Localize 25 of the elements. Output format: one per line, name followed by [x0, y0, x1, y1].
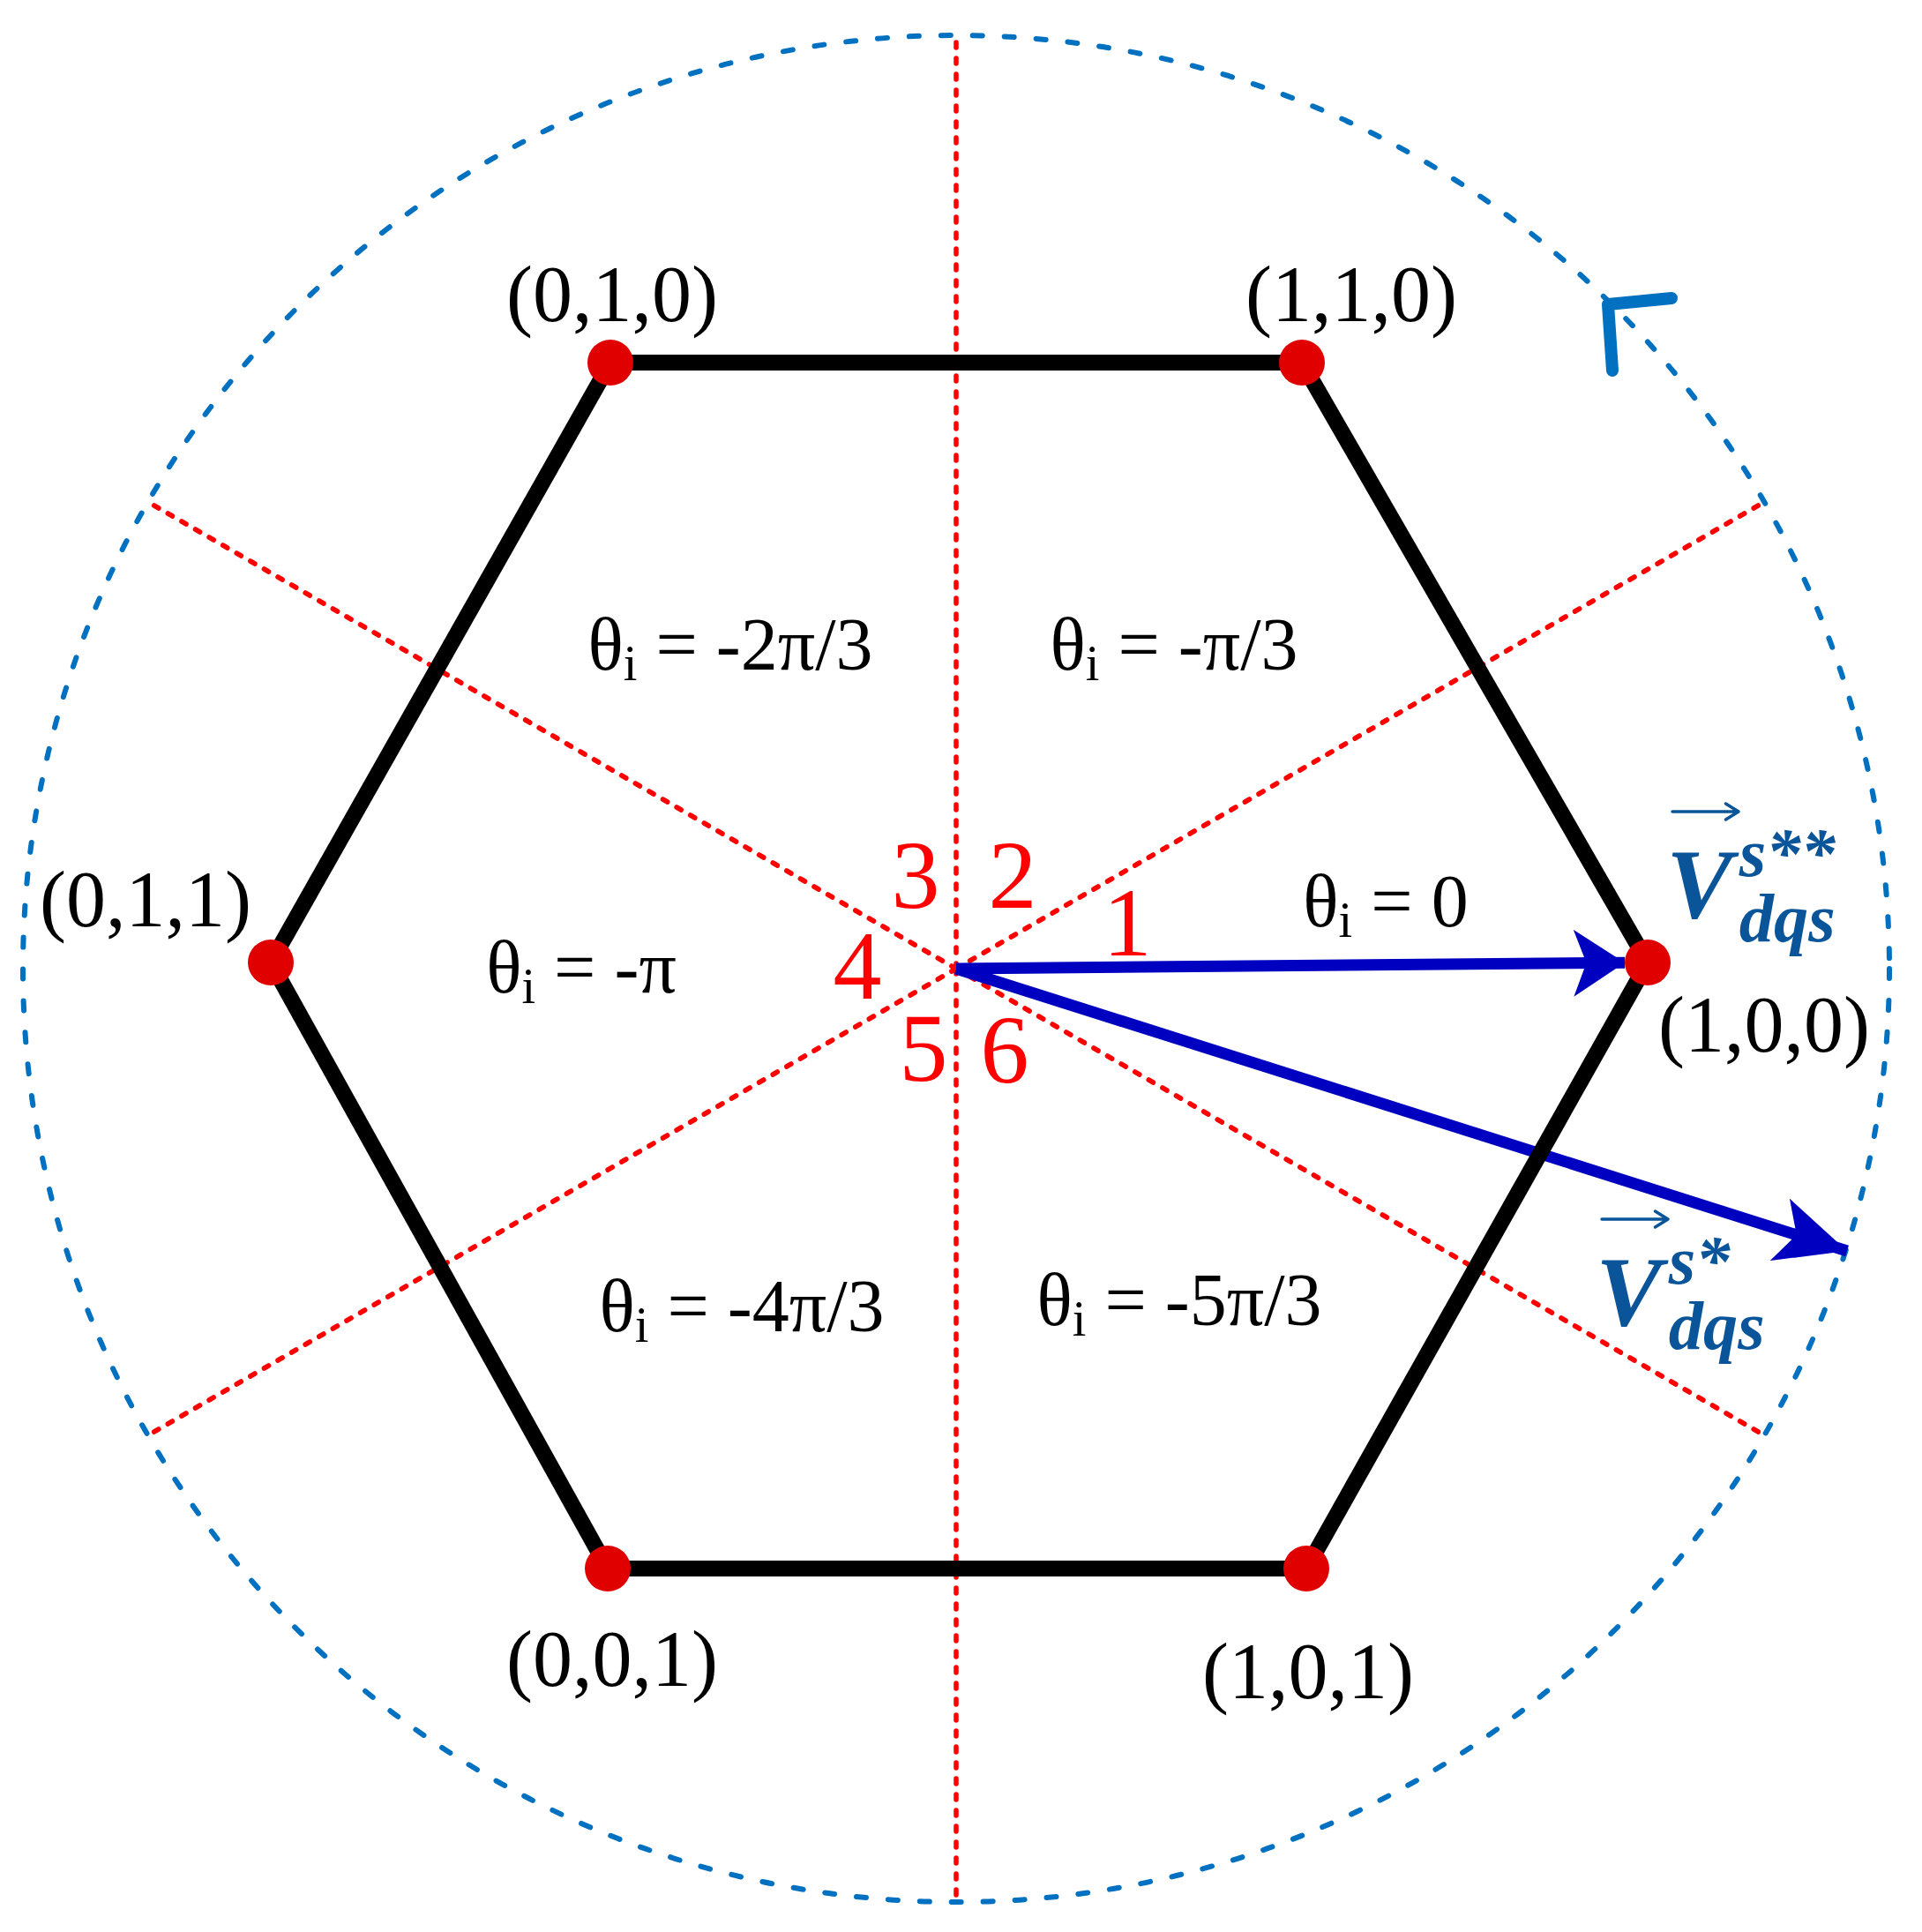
angle-label: θ$_{i}$ = -π [486, 927, 677, 1012]
angle-label: θ$_{i}$ = -π/3 [1050, 604, 1298, 689]
vertex-dot [1283, 1546, 1329, 1591]
vertex-dot [248, 940, 294, 985]
vertex-label: (0,0,1) [506, 1614, 718, 1705]
angle-label: θ$_{i}$ = -2π/3 [587, 604, 873, 689]
sector-number: 2 [988, 838, 1037, 912]
sector-number: 4 [833, 929, 882, 1003]
sector-number: 5 [899, 1011, 948, 1085]
vertex-dot [1279, 340, 1325, 386]
vertex-dot [585, 1546, 631, 1591]
sector-number: 6 [980, 1013, 1029, 1087]
vertex-label: (1,1,0) [1245, 250, 1457, 341]
vertex-dot [587, 340, 633, 386]
angle-label: θ$_{i}$ = 0 [1303, 861, 1469, 946]
angle-label: θ$_{i}$ = -4π/3 [599, 1266, 885, 1351]
arrow [955, 929, 1626, 997]
sector-number: 1 [1103, 886, 1152, 960]
vertex-dot [1625, 940, 1671, 985]
vertex-label: (1,0,0) [1658, 980, 1870, 1071]
angle-label: θ$_{i}$ = -5π/3 [1036, 1260, 1322, 1344]
vertex-label: (0,1,0) [506, 250, 718, 341]
vertex-label: (1,0,1) [1202, 1627, 1414, 1718]
sector-number: 3 [891, 838, 940, 912]
vertex-label: (0,1,1) [40, 855, 251, 946]
